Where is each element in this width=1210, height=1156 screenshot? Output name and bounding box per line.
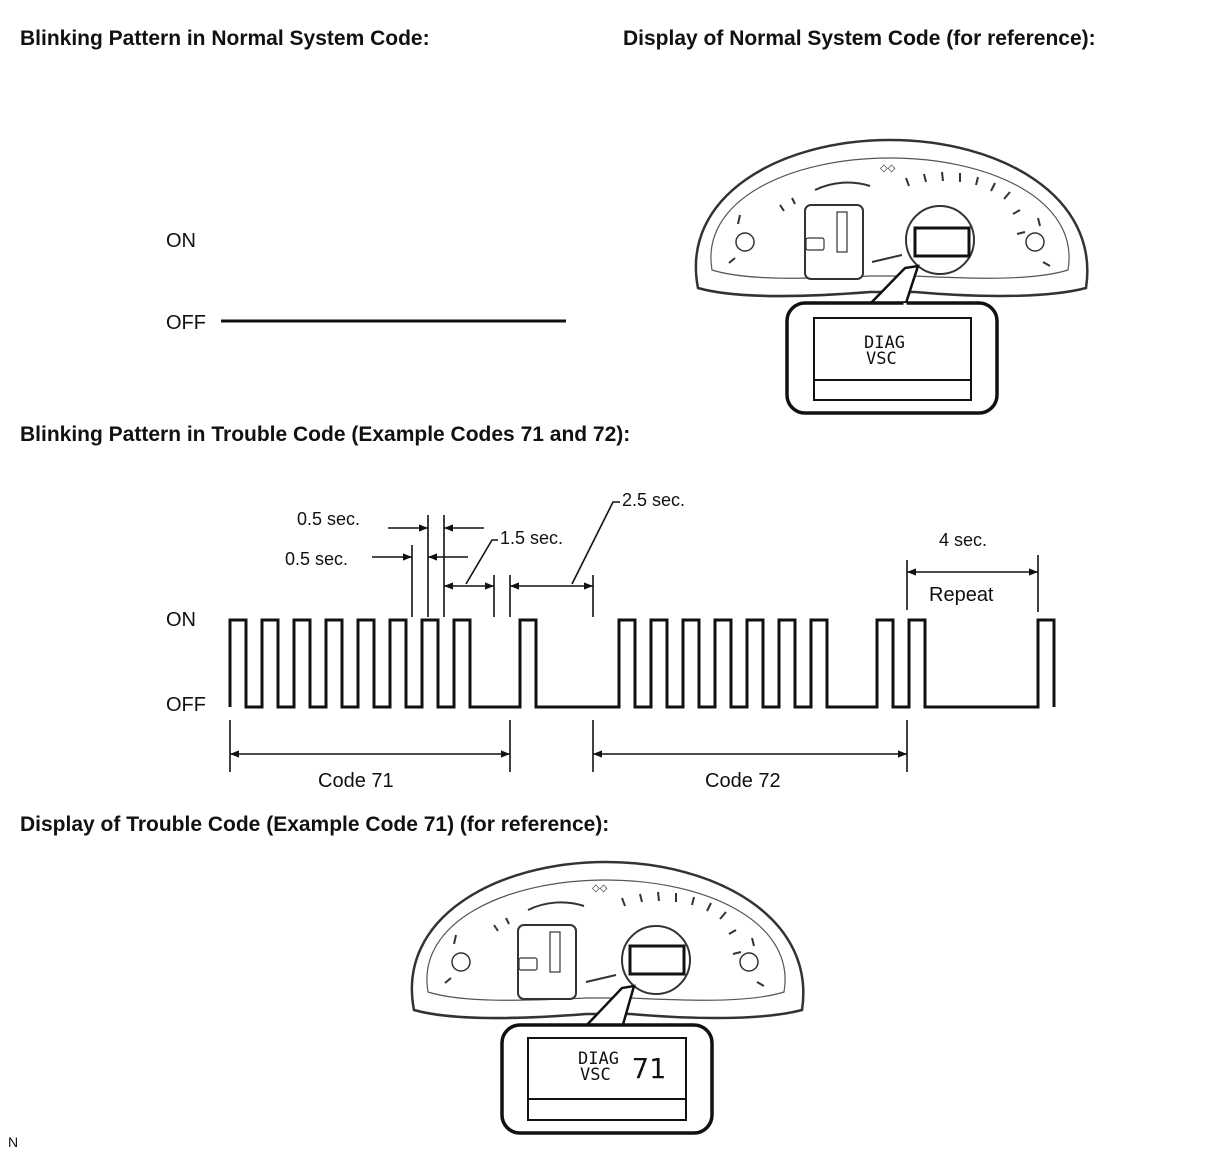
- dimension-lines: [229, 515, 1039, 772]
- heading-trouble-pattern: Blinking Pattern in Trouble Code (Exampl…: [20, 423, 631, 446]
- heading-normal-pattern: Blinking Pattern in Normal System Code:: [20, 27, 430, 50]
- code-b-label: Code 72: [705, 770, 781, 792]
- normal-pattern-chart: ON OFF: [166, 230, 566, 334]
- trouble-pattern-chart: ON OFF 0.5 sec. 0.5 sec. 1.5 sec.: [166, 490, 1056, 792]
- heading-normal-display: Display of Normal System Code (for refer…: [623, 27, 1096, 50]
- normal-on-label: ON: [166, 230, 196, 252]
- dim-digit-gap-label: 1.5 sec.: [500, 528, 563, 548]
- dim-off-pulse-label: 0.5 sec.: [285, 549, 348, 569]
- cluster-normal: ◇◇ DIAG VSC: [694, 138, 1089, 415]
- repeat-label: Repeat: [929, 584, 994, 606]
- cluster-trouble: ◇◇ DIAG VSC 71: [410, 860, 805, 1135]
- trouble-display-vsc-text: VSC: [580, 1065, 611, 1085]
- code-a-label: Code 71: [318, 770, 394, 792]
- normal-display-vsc-text: VSC: [866, 349, 897, 369]
- dim-on-pulse-label: 0.5 sec.: [297, 509, 360, 529]
- dim-repeat-gap-label: 4 sec.: [939, 530, 987, 550]
- cluster-trouble-screen: [628, 944, 686, 976]
- cluster-trouble-indicator-icons: ◇◇: [592, 883, 608, 894]
- trouble-on-label: ON: [166, 609, 196, 631]
- trouble-waveform: [228, 618, 1056, 709]
- cluster-normal-indicator-icons: ◇◇: [880, 163, 896, 174]
- heading-trouble-display: Display of Trouble Code (Example Code 71…: [20, 813, 610, 836]
- cluster-normal-screen: [913, 226, 971, 258]
- trouble-display-code-text: 71: [632, 1052, 666, 1085]
- trouble-display-diag-text: DIAG: [578, 1049, 619, 1069]
- trouble-off-label: OFF: [166, 694, 206, 716]
- normal-off-label: OFF: [166, 312, 206, 334]
- dim-code-gap-label: 2.5 sec.: [622, 490, 685, 510]
- normal-display-diag-text: DIAG: [864, 333, 905, 353]
- footer-mark: N: [8, 1134, 18, 1150]
